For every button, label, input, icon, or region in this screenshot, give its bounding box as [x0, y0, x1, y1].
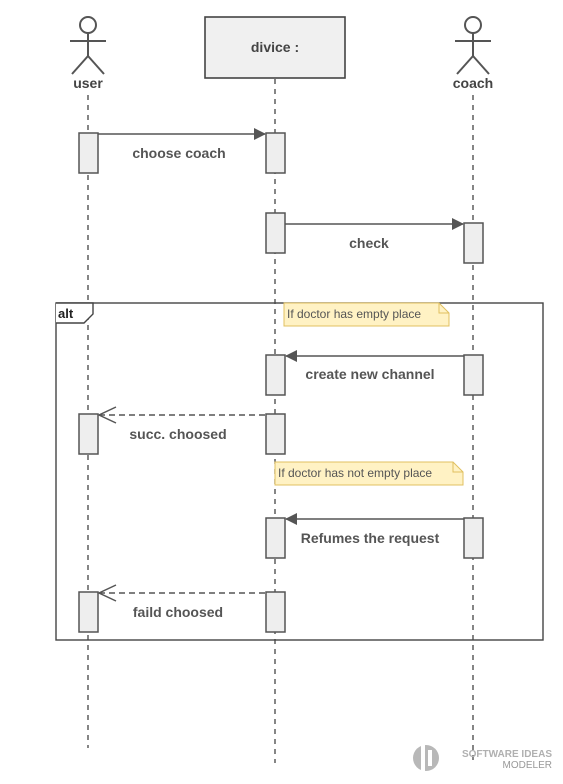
user-activation-1	[78, 132, 99, 174]
device-activation-5	[265, 517, 286, 559]
device-activation-6	[265, 591, 286, 633]
message-label-succ-choosed: succ. choosed	[129, 426, 226, 442]
condition-note-2	[274, 461, 464, 486]
user-actor-icon	[70, 16, 106, 75]
device-activation-1	[265, 132, 286, 174]
message-label-check: check	[349, 235, 389, 251]
condition-note-1	[283, 302, 450, 327]
message-label-refumes-request: Refumes the request	[301, 530, 440, 546]
alt-fragment-tag	[56, 302, 94, 324]
condition-note-2-text: If doctor has not empty place	[278, 466, 432, 480]
coach-actor-icon	[455, 16, 491, 75]
alt-fragment-label: alt	[58, 306, 74, 321]
condition-note-2-fold	[452, 462, 463, 473]
device-activation-3	[265, 354, 286, 396]
device-activation-4	[265, 413, 286, 455]
watermark-line-1: SOFTWARE IDEAS	[462, 749, 552, 760]
open-arrowhead-2	[97, 584, 117, 602]
open-arrowhead-1	[97, 406, 117, 424]
coach-actor-name: coach	[453, 75, 493, 91]
coach-activation-2	[463, 354, 484, 396]
message-label-choose-coach: choose coach	[132, 145, 225, 161]
user-activation-3	[78, 591, 99, 633]
message-label-create-channel: create new channel	[305, 366, 434, 382]
coach-activation-3	[463, 517, 484, 559]
message-label-faild-choosed: faild choosed	[133, 604, 223, 620]
device-participant-box	[204, 16, 346, 79]
software-ideas-logo-icon	[413, 744, 439, 772]
user-actor-name: user	[73, 75, 103, 91]
condition-note-1-text: If doctor has empty place	[287, 307, 421, 321]
condition-note-1-fold	[438, 303, 449, 314]
device-participant-name: divice :	[251, 39, 299, 55]
coach-activation-1	[463, 222, 484, 264]
watermark-line-2: MODELER	[503, 760, 552, 771]
user-activation-2	[78, 413, 99, 455]
device-activation-2	[265, 212, 286, 254]
